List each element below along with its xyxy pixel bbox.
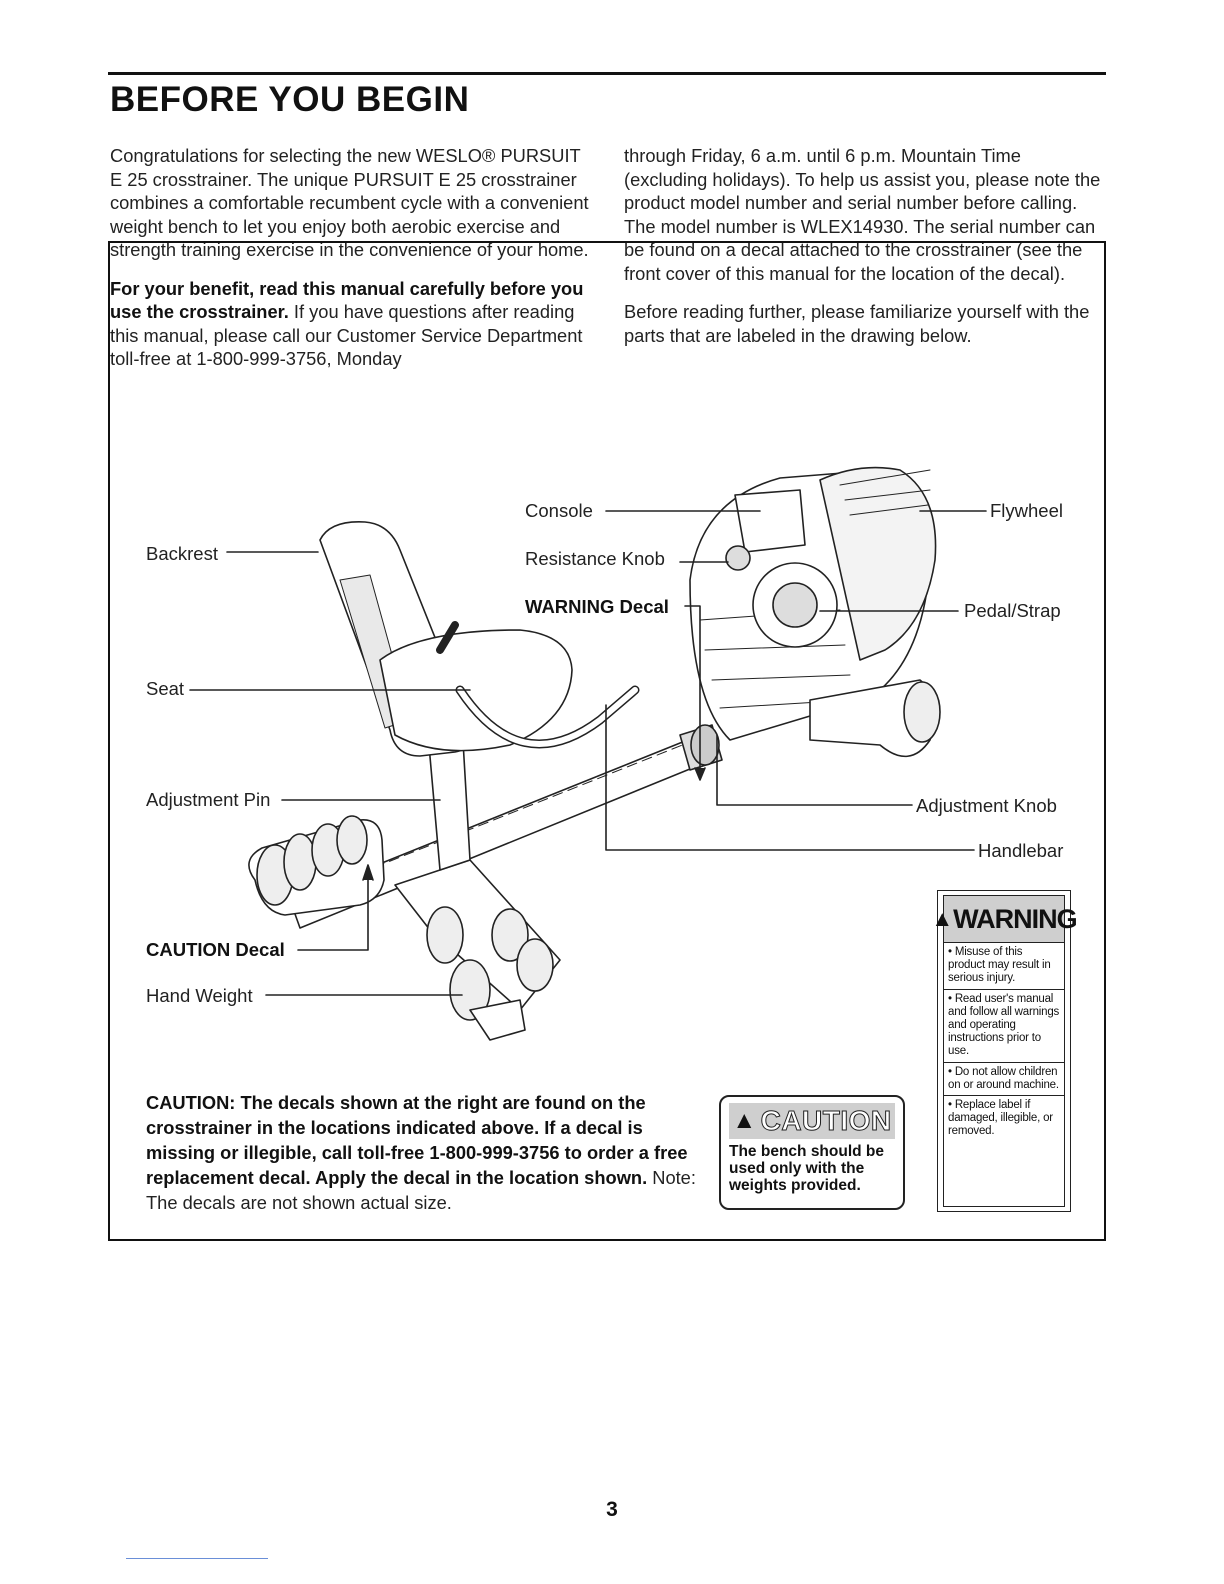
page-title: BEFORE YOU BEGIN xyxy=(110,80,470,119)
warning-decal: ▲ WARNING • Misuse of this product may r… xyxy=(931,890,1078,1212)
label-backrest: Backrest xyxy=(146,543,218,564)
label-warning-decal: WARNING Decal xyxy=(525,596,669,617)
caution-decal-heading: CAUTION xyxy=(760,1105,892,1137)
caution-decal: ▲ CAUTION The bench should be used only … xyxy=(719,1095,905,1210)
label-hand-weight: Hand Weight xyxy=(146,985,253,1006)
page-number: 3 xyxy=(606,1498,618,1521)
parts-diagram-frame xyxy=(108,241,1106,1241)
warning-item: • Misuse of this product may result in s… xyxy=(944,943,1064,990)
warning-item: • Read user's manual and follow all warn… xyxy=(944,990,1064,1063)
label-adjustment-pin: Adjustment Pin xyxy=(146,789,271,810)
intro-paragraph: For your benefit, read this manual caref… xyxy=(110,277,590,371)
label-console: Console xyxy=(525,500,593,521)
warning-item: • Replace label if damaged, illegible, o… xyxy=(948,1099,1053,1138)
intro-right-column: through Friday, 6 a.m. until 6 p.m. Moun… xyxy=(624,144,1108,362)
label-adjustment-knob: Adjustment Knob xyxy=(916,795,1057,816)
warning-triangle-icon: ▲ xyxy=(931,906,953,931)
label-handlebar: Handlebar xyxy=(978,840,1064,861)
caution-triangle-icon: ▲ xyxy=(732,1107,757,1134)
caution-note-bold: CAUTION: The decals shown at the right a… xyxy=(146,1092,688,1188)
intro-paragraph: Before reading further, please familiari… xyxy=(624,301,1090,346)
warning-decal-inner: ▲ WARNING • Misuse of this product may r… xyxy=(931,895,1078,1207)
top-rule xyxy=(108,72,1106,75)
intro-left-column: Congratulations for selecting the new WE… xyxy=(110,144,590,386)
label-resistance-knob: Resistance Knob xyxy=(525,548,665,569)
intro-text: If you have questions after reading this… xyxy=(110,301,583,369)
label-seat: Seat xyxy=(146,678,185,699)
caution-decal-text: The bench should be used only with the w… xyxy=(729,1143,885,1194)
warning-item: • Do not allow children on or around mac… xyxy=(944,1063,1064,1097)
label-flywheel: Flywheel xyxy=(990,500,1063,521)
warning-decal-header: ▲ WARNING xyxy=(931,896,1078,943)
intro-bold-text: For your benefit, read this manual caref… xyxy=(110,277,584,323)
caution-note-text: Note: The decals are not shown actual si… xyxy=(146,1167,696,1213)
caution-note: CAUTION: The decals shown at the right a… xyxy=(146,1090,706,1215)
label-pedal-strap: Pedal/Strap xyxy=(964,600,1061,621)
bottom-link-underline xyxy=(126,1558,268,1559)
label-caution-decal: CAUTION Decal xyxy=(146,939,285,960)
intro-paragraph: Congratulations for selecting the new WE… xyxy=(110,145,589,260)
intro-paragraph: through Friday, 6 a.m. until 6 p.m. Moun… xyxy=(624,145,1101,284)
caution-decal-header: ▲ CAUTION xyxy=(729,1103,895,1139)
warning-decal-heading: WARNING xyxy=(953,903,1077,934)
